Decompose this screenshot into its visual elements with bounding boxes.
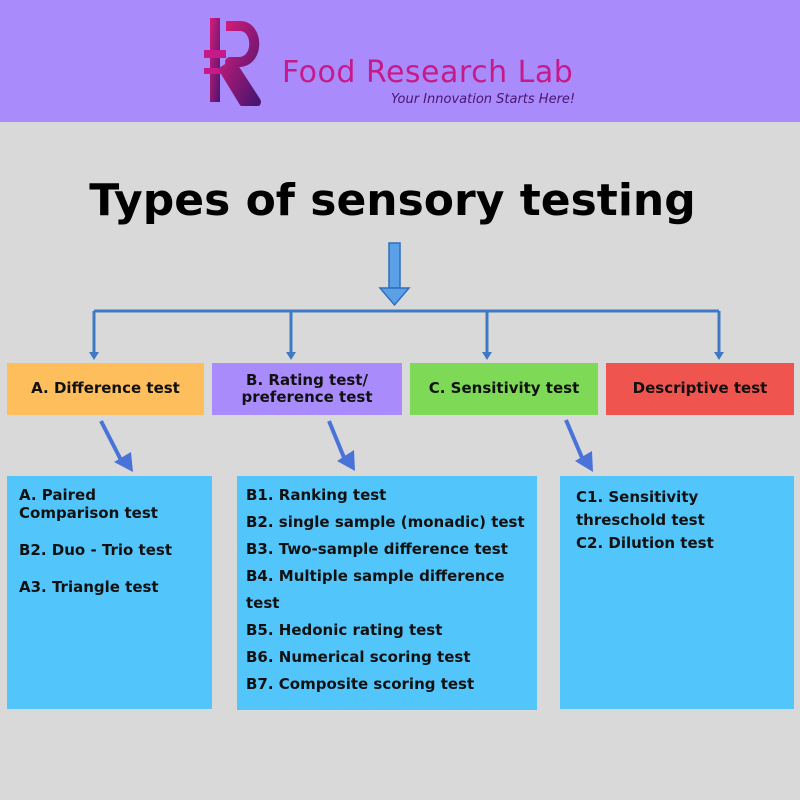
list-item: B1. Ranking test: [246, 486, 387, 504]
category-rating-preference-test: B. Rating test/ preference test: [212, 363, 402, 415]
rating-test-list: B1. Ranking test B2. single sample (mona…: [237, 476, 537, 710]
list-item: B7. Composite scoring test: [246, 675, 475, 693]
list-item: B2. Duo - Trio test: [19, 541, 172, 559]
list-item: A3. Triangle test: [19, 578, 159, 596]
branch-arrowheads: [89, 352, 724, 360]
list-item: C1. Sensitivity threschold test: [576, 488, 705, 529]
category-sensitivity-test: C. Sensitivity test: [410, 363, 598, 415]
list-item: B4. Multiple sample difference test: [246, 567, 505, 612]
brand-name: Food Research Lab: [282, 55, 574, 90]
category-difference-test: A. Difference test: [7, 363, 204, 415]
list-item: B5. Hedonic rating test: [246, 621, 443, 639]
brand-tagline: Your Innovation Starts Here!: [391, 92, 576, 107]
sensitivity-test-list: C1. Sensitivity threschold test C2. Dilu…: [560, 476, 794, 709]
category-descriptive-test: Descriptive test: [606, 363, 794, 415]
page-title: Types of sensory testing: [89, 175, 696, 226]
list-item: B3. Two-sample difference test: [246, 540, 508, 558]
food-research-lab-logo: [204, 18, 261, 106]
branch-bar: [92, 309, 721, 354]
header-banner: Food Research Lab Your Innovation Starts…: [0, 0, 800, 122]
list-item: C2. Dilution test: [576, 534, 714, 552]
main-down-arrow: [378, 242, 411, 307]
list-item: B6. Numerical scoring test: [246, 648, 471, 666]
detail-arrows: [99, 419, 593, 472]
list-item: B2. single sample (monadic) test: [246, 513, 525, 531]
list-item: A. Paired Comparison test: [19, 486, 158, 522]
difference-test-list: A. Paired Comparison test B2. Duo - Trio…: [7, 476, 212, 709]
